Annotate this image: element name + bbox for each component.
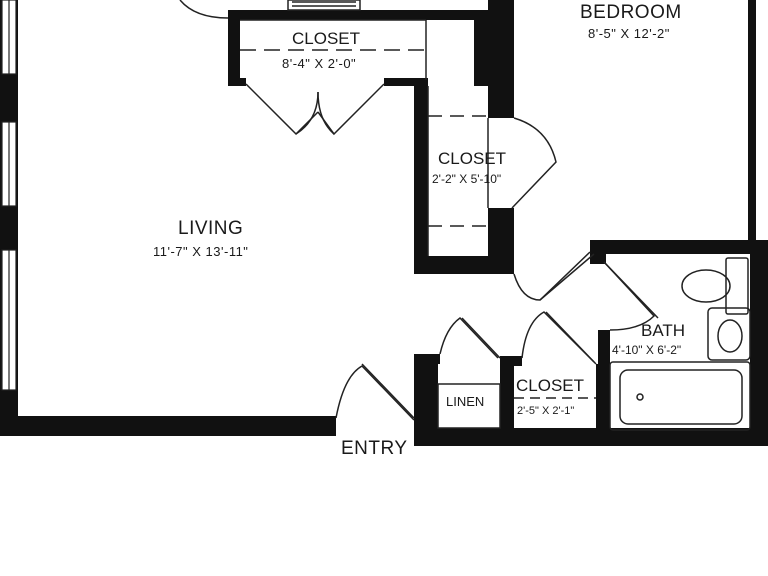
bathtub-inner (619, 369, 743, 425)
wall-bedroom-right (748, 0, 756, 250)
top-fixture (287, 0, 361, 11)
linen-box (437, 383, 501, 429)
wall-window-pier-3 (0, 390, 18, 420)
walls (0, 0, 768, 446)
closet-mid-door (511, 117, 557, 209)
linen-label: LINEN (446, 394, 485, 409)
wall-closet-top-bottom-left (228, 78, 246, 86)
living-dims: 11'-7" X 13'-11" (153, 244, 249, 259)
bath-label: BATH (641, 321, 686, 340)
windows (1, 0, 17, 391)
living-label: LIVING (178, 218, 244, 239)
wall-closet-bottom-top (500, 356, 522, 366)
entry-door (335, 365, 415, 421)
wall-bath-top (590, 240, 768, 254)
wall-linen-closet-divider (500, 358, 514, 446)
wall-closet-bottom-right (596, 364, 610, 446)
closet-bottom-dims: 2'-5" X 2'-1" (517, 405, 575, 417)
door-arc-top (179, 0, 229, 19)
wall-closet-top-left (228, 10, 240, 86)
wall-top-left (228, 10, 500, 20)
sink-basin (717, 319, 743, 353)
wall-bedroom-left (488, 0, 514, 118)
closet-bottom-door (521, 311, 595, 363)
wall-living-bottom (0, 416, 336, 436)
sink (707, 307, 751, 361)
wall-bath-left-top (590, 240, 606, 264)
wall-linen-left (414, 354, 438, 446)
bifold-door-left (245, 83, 319, 136)
wall-closet-mid-right-lower (488, 208, 514, 274)
bedroom-door (513, 251, 591, 301)
wall-bath-right (750, 254, 768, 444)
bedroom-dims: 8'-5" X 12'-2" (588, 26, 670, 41)
toilet-bowl (681, 269, 731, 303)
bathtub (609, 361, 751, 431)
bedroom-label: BEDROOM (580, 2, 682, 23)
closet-top-label: CLOSET (292, 29, 361, 48)
closet-top-dims: 8'-4" X 2'-0" (282, 56, 357, 71)
wall-linen-top-left (414, 354, 440, 364)
bath-dims: 4'-10" X 6'-2" (612, 343, 682, 357)
wall-closet-top-bottom-right (384, 78, 416, 86)
wall-window-pier-2 (0, 206, 18, 250)
entry-label: ENTRY (341, 438, 408, 459)
toilet-tank (725, 257, 749, 315)
linen-door (439, 317, 499, 359)
closet-bottom-label: CLOSET (516, 376, 585, 395)
wall-closet-mid-left (414, 78, 428, 274)
bath-door (603, 261, 656, 331)
tub-drain (636, 393, 644, 401)
closet-mid-label: CLOSET (438, 149, 507, 168)
details (179, 0, 751, 431)
closet-mid-dims: 2'-2" X 5'-10" (432, 172, 502, 186)
wall-window-pier-1 (0, 74, 18, 122)
